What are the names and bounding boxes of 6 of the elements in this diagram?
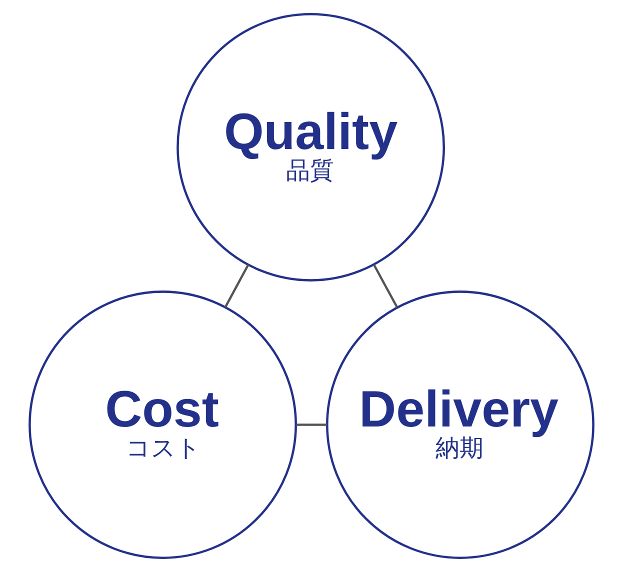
node-circle: Cost コスト [28, 290, 296, 559]
connector [224, 264, 249, 308]
connector [296, 424, 327, 426]
node-circle: Quality 品質 [176, 13, 444, 282]
connector [372, 264, 398, 308]
node-circle: Delivery 納期 [326, 290, 594, 559]
